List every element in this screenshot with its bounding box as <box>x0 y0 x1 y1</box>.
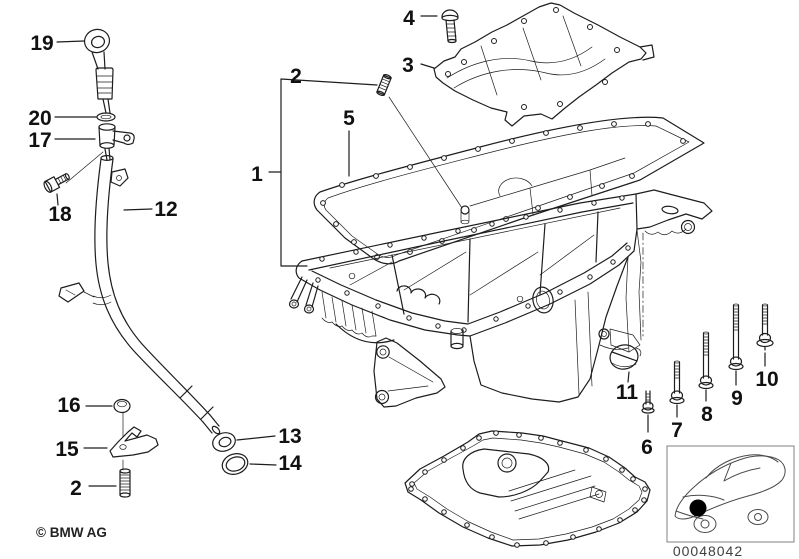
callout-13: 13 <box>236 425 302 448</box>
callout-label-6[interactable]: 6 <box>641 436 653 459</box>
callout-20: 20 <box>28 107 97 130</box>
callout-label-19[interactable]: 19 <box>30 32 53 55</box>
tube-seal-rings-art <box>212 432 249 475</box>
lower-pan-bolt-holes <box>408 430 648 548</box>
callout-6: 6 <box>641 414 653 459</box>
callout-2-top: 2 <box>290 65 302 88</box>
callout-2-bottom: 2 <box>70 477 117 500</box>
callout-label-8[interactable]: 8 <box>701 403 713 426</box>
callout-label-12[interactable]: 12 <box>154 198 177 221</box>
callout-label-14[interactable]: 14 <box>278 452 302 475</box>
callout-label-10[interactable]: 10 <box>755 368 778 391</box>
callout-label-16[interactable]: 16 <box>57 394 80 417</box>
bracket-bolt-art <box>43 173 70 193</box>
callout-label-5[interactable]: 5 <box>343 107 355 130</box>
callout-label-2b[interactable]: 2 <box>70 477 82 500</box>
callout-label-4[interactable]: 4 <box>403 7 415 30</box>
callout-15: 15 <box>55 438 108 461</box>
callout-label-2t[interactable]: 2 <box>290 65 302 88</box>
callout-16: 16 <box>57 394 113 417</box>
bolt-10-art <box>756 303 774 351</box>
callout-label-13[interactable]: 13 <box>278 425 301 448</box>
bolt-9-art <box>728 303 744 371</box>
pan-flange-holes <box>315 195 631 333</box>
callout-label-9[interactable]: 9 <box>731 387 743 410</box>
part-location-marker-dot <box>689 499 707 517</box>
callout-10: 10 <box>755 352 779 391</box>
callout-18: 18 <box>48 193 72 226</box>
callout-5: 5 <box>343 107 355 177</box>
callout-11: 11 <box>616 371 639 404</box>
bolt-8-art <box>698 331 714 390</box>
callout-9: 9 <box>731 370 743 410</box>
oil-pan-body-art <box>288 96 713 408</box>
gasket-bolt-holes <box>320 121 686 260</box>
car-location-thumbnail <box>674 454 786 533</box>
callout-label-11[interactable]: 11 <box>616 381 639 404</box>
diagram-image-number: 00048042 <box>673 543 743 559</box>
callout-label-18[interactable]: 18 <box>48 203 72 226</box>
oil-pan-gasket-art <box>313 116 705 265</box>
callout-19: 19 <box>30 32 85 55</box>
bolt-6-art <box>641 390 655 414</box>
callout-4: 4 <box>403 7 438 30</box>
reference-box-border <box>666 445 795 543</box>
callout-3: 3 <box>402 54 435 77</box>
guide-tube-art <box>58 155 221 435</box>
callout-label-15[interactable]: 15 <box>55 438 79 461</box>
callout-label-1[interactable]: 1 <box>251 163 263 186</box>
callout-8: 8 <box>701 389 713 426</box>
callout-12: 12 <box>123 198 178 221</box>
baffle-plate-holes <box>445 7 620 110</box>
copyright-notice: © BMW AG <box>36 525 107 540</box>
baffle-bolt-art <box>441 9 459 44</box>
drain-plug-art <box>609 344 642 370</box>
callout-14: 14 <box>249 452 302 475</box>
baffle-plate-art <box>433 2 655 127</box>
dipstick-oring-art <box>96 112 116 122</box>
car-reference-box <box>666 445 795 543</box>
callout-label-7[interactable]: 7 <box>671 419 683 442</box>
callout-label-3[interactable]: 3 <box>402 54 414 77</box>
callout-17: 17 <box>28 129 96 152</box>
tube-clamp-hardware-art <box>109 398 159 498</box>
dipstick-handle-art <box>83 28 114 114</box>
lower-sump-pan-art <box>404 430 651 548</box>
guide-tube-upper-bracket-art <box>65 123 135 187</box>
callout-label-20[interactable]: 20 <box>28 107 51 130</box>
stud-art-top <box>376 73 392 97</box>
callout-7: 7 <box>671 404 683 442</box>
callout-1-bracket: 1 <box>251 78 378 267</box>
callout-label-17[interactable]: 17 <box>28 129 51 152</box>
bolt-7-art <box>669 360 685 405</box>
